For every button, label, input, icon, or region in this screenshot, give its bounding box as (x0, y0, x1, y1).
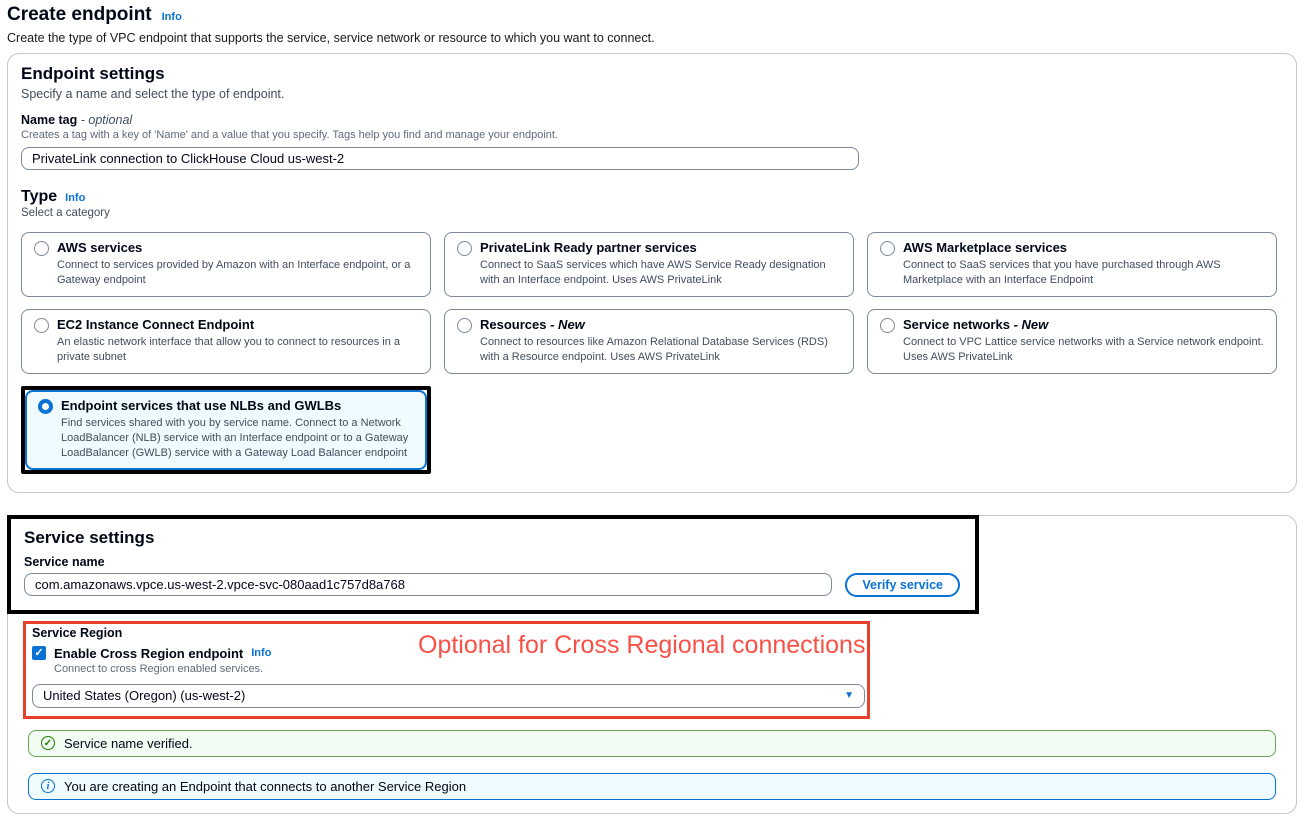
type-option-description: Connect to SaaS services which have AWS … (480, 259, 826, 287)
type-info-link[interactable]: Info (65, 192, 86, 204)
type-option-card[interactable]: AWS services Connect to services provide… (21, 232, 431, 297)
type-option-suffix: - New (1013, 316, 1049, 332)
service-name-input[interactable]: com.amazonaws.vpce.us-west-2.vpce-svc-08… (24, 573, 833, 597)
type-option-description: Connect to services provided by Amazon w… (57, 259, 411, 287)
type-option-title: AWS services (57, 240, 143, 255)
service-settings-heading: Service settings (24, 527, 155, 547)
annotation-highlight-service-settings: Service settings Service name com.amazon… (7, 514, 979, 614)
page-subtitle: Create the type of VPC endpoint that sup… (7, 31, 655, 45)
radio-button-icon[interactable] (38, 398, 53, 414)
cross-region-checkbox-label: Enable Cross Region endpoint (54, 645, 244, 661)
radio-button-icon[interactable] (34, 241, 49, 256)
annotation-highlight-service-region: Service Region ✓ Enable Cross Region end… (23, 620, 870, 719)
chevron-down-icon: ▼ (844, 690, 854, 702)
page-header: Create endpoint Info Create the type of … (6, 4, 1298, 45)
type-option-card[interactable]: EC2 Instance Connect Endpoint An elastic… (21, 308, 431, 374)
type-heading: Type (21, 188, 58, 205)
endpoint-settings-heading: Endpoint settings (21, 64, 165, 83)
radio-button-icon[interactable] (880, 241, 895, 256)
type-option-card[interactable]: PrivateLink Ready partner services Conne… (444, 232, 854, 297)
verify-service-button[interactable]: Verify service (845, 572, 960, 597)
name-tag-help: Creates a tag with a key of 'Name' and a… (21, 129, 559, 141)
service-verified-banner: ✓ Service name verified. (28, 729, 1276, 757)
radio-button-icon[interactable] (880, 317, 895, 333)
type-option-card[interactable]: Endpoint services that use NLBs and GWLB… (25, 389, 427, 470)
annotation-note-text: Optional for Cross Regional connections (418, 630, 866, 659)
page-info-link[interactable]: Info (161, 11, 182, 23)
type-option-description: Connect to SaaS services that you have p… (903, 259, 1221, 287)
type-option-description: An elastic network interface that allow … (57, 336, 401, 364)
endpoint-settings-panel: Endpoint settings Specify a name and sel… (7, 53, 1297, 493)
annotation-highlight-selected-type: Endpoint services that use NLBs and GWLB… (21, 385, 431, 474)
cross-region-help: Connect to cross Region enabled services… (54, 662, 264, 675)
type-option-title: Service networks (903, 316, 1010, 332)
type-option-description: Connect to resources like Amazon Relatio… (480, 336, 828, 364)
name-tag-label: Name tag - optional (21, 113, 133, 127)
type-option-card[interactable]: Service networks - New Connect to VPC La… (867, 308, 1277, 374)
radio-button-icon[interactable] (457, 317, 472, 333)
name-tag-optional: - optional (80, 113, 133, 127)
cross-region-checkbox[interactable]: ✓ (32, 646, 46, 661)
endpoint-settings-description: Specify a name and select the type of en… (21, 87, 285, 101)
success-check-icon: ✓ (41, 736, 55, 751)
service-verified-text: Service name verified. (64, 735, 193, 751)
type-option-description: Connect to VPC Lattice service networks … (903, 336, 1264, 364)
type-options-grid: AWS services Connect to services provide… (21, 232, 1277, 474)
service-region-label: Service Region (32, 625, 123, 640)
type-option-title: Endpoint services that use NLBs and GWLB… (61, 397, 342, 413)
type-option-title: AWS Marketplace services (903, 240, 1068, 255)
info-circle-icon: i (41, 779, 55, 794)
cross-region-info-link[interactable]: Info (251, 647, 272, 660)
type-description: Select a category (21, 207, 110, 219)
type-option-title: Resources (480, 316, 547, 332)
type-option-card[interactable]: AWS Marketplace services Connect to SaaS… (867, 232, 1277, 297)
name-tag-input[interactable]: PrivateLink connection to ClickHouse Clo… (21, 147, 859, 170)
type-option-card[interactable]: Resources - New Connect to resources lik… (444, 308, 854, 374)
type-option-description: Find services shared with you by service… (61, 417, 409, 459)
service-settings-panel: Service settings Service name com.amazon… (7, 514, 1297, 814)
type-option-title: EC2 Instance Connect Endpoint (57, 316, 255, 332)
service-region-selected-value: United States (Oregon) (us-west-2) (43, 688, 246, 704)
service-name-label: Service name (24, 554, 105, 569)
type-option-title: PrivateLink Ready partner services (480, 240, 697, 255)
page-title: Create endpoint (7, 4, 152, 25)
cross-region-info-banner: i You are creating an Endpoint that conn… (28, 772, 1276, 800)
cross-region-info-text: You are creating an Endpoint that connec… (64, 778, 467, 794)
type-option-suffix: - New (550, 316, 585, 332)
service-region-select[interactable]: United States (Oregon) (us-west-2) ▼ (32, 683, 865, 708)
radio-button-icon[interactable] (34, 317, 49, 333)
radio-button-icon[interactable] (457, 241, 472, 256)
